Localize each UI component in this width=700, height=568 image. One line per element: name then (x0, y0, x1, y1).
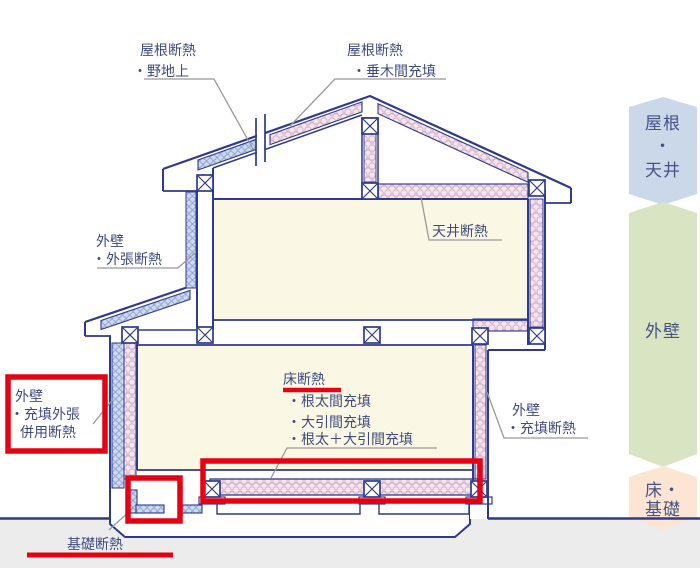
label-floor-item-1: ・根太間充填 (287, 393, 371, 409)
label-wall-lower-left-3: 併用断熱 (20, 424, 76, 440)
label-wall-lower-left-1: 外壁 (15, 388, 43, 404)
label-roof-right-2: ・垂木間充填 (352, 63, 436, 79)
label-wall-right-2: ・充填断熱 (506, 420, 576, 436)
band-floor-foundation-label-2: 基礎 (645, 500, 681, 519)
ridge-post (361, 117, 379, 200)
pent-roof-exterior-insulation (100, 289, 191, 331)
label-roof-left-2: ・野地上 (133, 63, 189, 79)
ceiling-insulation-strip (377, 183, 529, 200)
label-ceiling: 天井断熱 (432, 223, 488, 239)
band-wall (629, 202, 697, 467)
roof-insulation-between-rafters-right (377, 102, 529, 184)
framing-x-marker (528, 327, 546, 345)
drawing-break-marks (255, 114, 266, 166)
framing-x-marker (363, 326, 381, 344)
red-annotations (5, 374, 483, 558)
wall-1f-left-fill-insulation (123, 342, 137, 480)
framing-x-marker (471, 327, 489, 345)
framing-x-marker (528, 179, 546, 197)
label-wall-upper-left-2: ・外張断熱 (92, 251, 162, 267)
floor-insulation-strip (209, 478, 479, 496)
band-roof-ceiling-label-3: 天井 (645, 161, 681, 180)
band-roof-ceiling-label-1: 屋根 (645, 114, 681, 133)
label-wall-lower-left-2: ・充填外張 (10, 406, 80, 422)
room-second-floor (213, 200, 528, 320)
leader-wall-upper-left (97, 251, 197, 269)
structure-lines (109, 168, 546, 519)
room-first-floor (137, 346, 473, 470)
leader-floor (270, 447, 437, 479)
roof-insulation-between-rafters-left (269, 101, 363, 146)
band-wall-label: 外壁 (645, 322, 681, 341)
label-floor-item-2: ・大引間充填 (287, 414, 371, 430)
pent-roof (84, 282, 198, 337)
label-floor-item-3: ・根太＋大引間充填 (287, 431, 413, 447)
framing-x-marker (196, 174, 214, 192)
band-floor-foundation (629, 466, 697, 530)
band-roof-ceiling (629, 97, 697, 205)
framing-x-marker (361, 182, 379, 200)
red-box-floor-insulation (200, 458, 483, 504)
framing-x-marker (196, 326, 214, 344)
label-roof-left-1: 屋根断熱 (140, 42, 196, 58)
leader-wall-right (486, 391, 588, 439)
wall-2f-right-fill-insulation (529, 198, 544, 328)
sidebar-legend: 屋根 ・ 天井 外壁 床・ 基礎 (629, 97, 697, 530)
wall-2f-left-exterior-insulation (185, 191, 197, 289)
framing-x-marker (203, 480, 221, 498)
leader-ceiling (420, 196, 502, 241)
label-wall-upper-left-1: 外壁 (96, 233, 124, 249)
labels: 屋根断熱 ・野地上 屋根断熱 ・垂木間充填 外壁 ・外張断熱 天井断熱 床断熱 … (10, 42, 576, 552)
label-wall-right-1: 外壁 (512, 402, 540, 418)
framing-x-marker (121, 326, 139, 344)
wall-1f-left-exterior-insulation (111, 342, 125, 489)
leader-roof-right (289, 78, 446, 127)
red-box-foundation-detail (125, 475, 183, 524)
red-box-wall-lower-left (5, 374, 108, 454)
leader-roof-left (144, 78, 254, 150)
band-roof-ceiling-label-2: ・ (654, 137, 672, 156)
label-foundation: 基礎断熱 (67, 536, 123, 552)
framing-x-marker (361, 117, 379, 135)
label-floor-heading: 床断熱 (283, 371, 325, 387)
label-roof-right-1: 屋根断熱 (347, 42, 403, 58)
roof (162, 94, 572, 204)
framing-x-marker (363, 480, 381, 498)
drawing-break-gap (257, 107, 265, 167)
band-floor-foundation-label-1: 床・ (645, 481, 681, 500)
